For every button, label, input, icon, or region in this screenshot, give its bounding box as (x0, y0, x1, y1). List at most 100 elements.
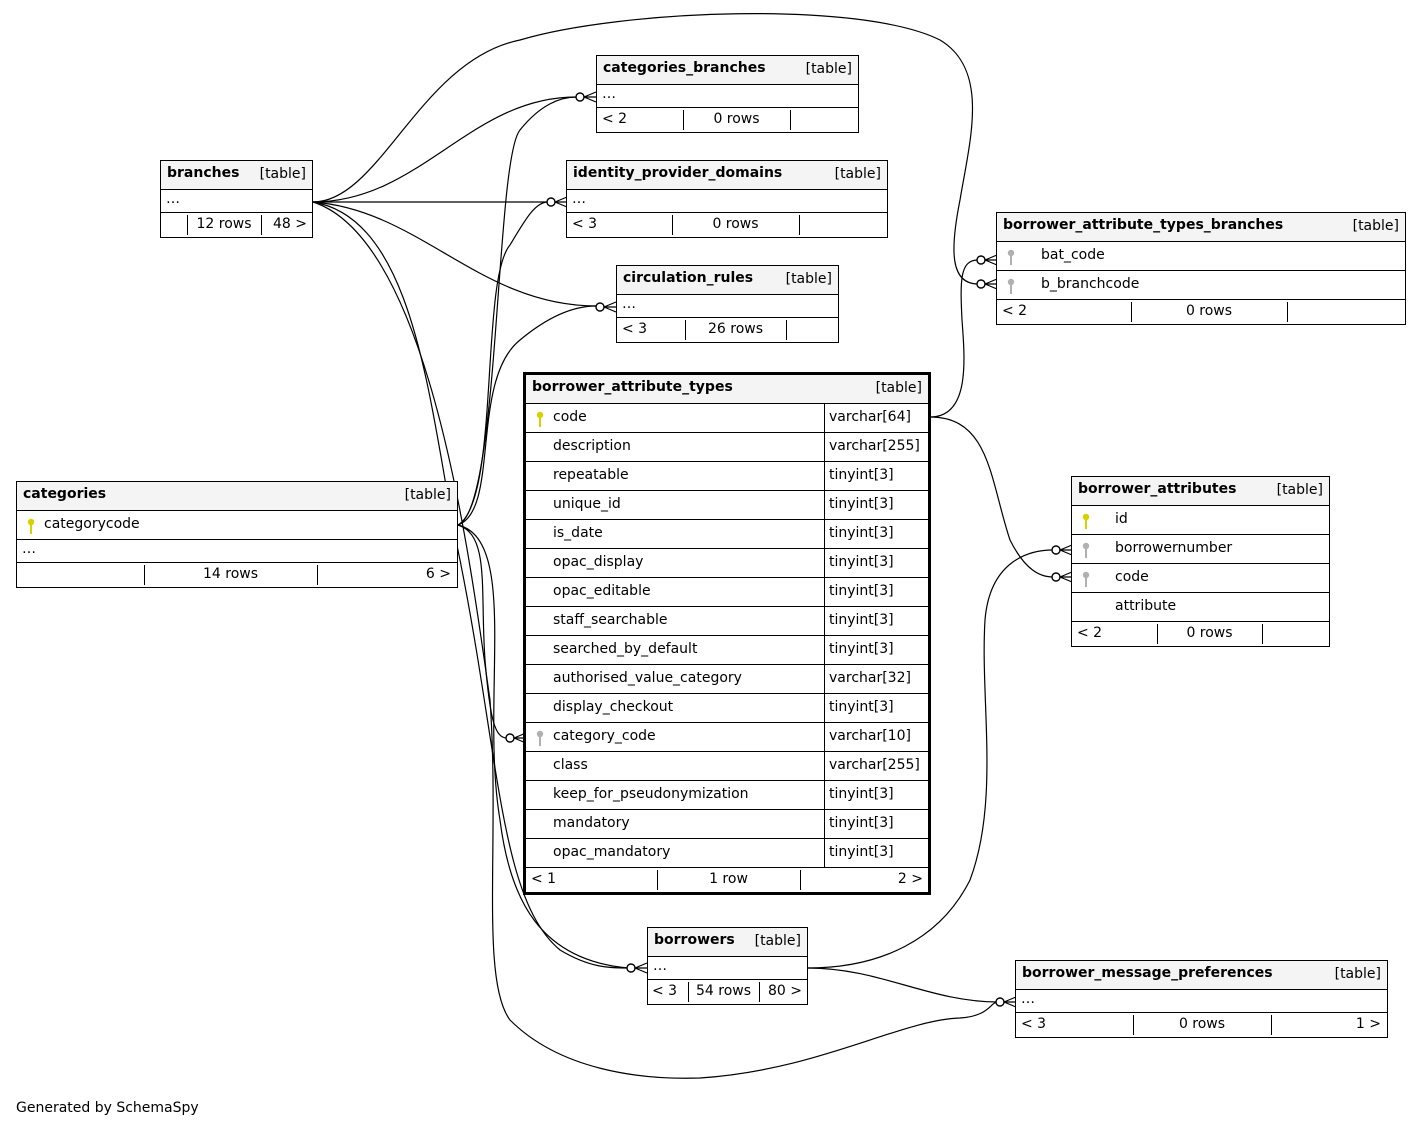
parents-count[interactable]: < 2 (1077, 625, 1103, 641)
table-circulation-rules[interactable]: circulation_rules [table] … < 3 26 rows (616, 265, 839, 343)
column-name: is_date (553, 525, 603, 541)
column-name: id (1115, 511, 1128, 527)
table-footer: < 2 0 rows (597, 108, 858, 132)
edge-branches-batb (312, 13, 979, 285)
table-kind: [table] (404, 487, 451, 503)
row-count: 1 row (709, 871, 748, 887)
children-count[interactable]: 1 > (1355, 1016, 1381, 1032)
column-name: repeatable (553, 467, 629, 483)
parents-count[interactable]: < 3 (572, 216, 598, 232)
table-kind: [table] (259, 166, 306, 182)
edge-categories-circulation-rules (457, 305, 597, 526)
foreign-key-icon (1082, 571, 1090, 587)
table-name: borrower_attribute_types_branches (1003, 217, 1284, 233)
parents-count[interactable]: < 2 (602, 111, 628, 127)
ellipsis: … (166, 191, 180, 207)
parents-count[interactable]: < 3 (652, 983, 678, 999)
column-row[interactable]: borrowernumber (1072, 535, 1329, 564)
columns-collapsed: … (161, 190, 312, 213)
parents-count[interactable]: < 3 (1021, 1016, 1047, 1032)
edge-borrowers-bmp (807, 967, 999, 1003)
generated-by-credit: Generated by SchemaSpy (16, 1100, 199, 1116)
column-name: code (1115, 569, 1149, 585)
table-header: identity_provider_domains [table] (567, 161, 887, 190)
table-borrower-message-preferences[interactable]: borrower_message_preferences [table] … <… (1015, 960, 1388, 1038)
column-row[interactable]: id (1072, 506, 1329, 535)
endpoint-batb-bat-code (976, 255, 986, 265)
column-name: mandatory (553, 815, 630, 831)
table-branches[interactable]: branches [table] … 12 rows 48 > (160, 160, 313, 238)
table-kind: [table] (834, 166, 881, 182)
table-borrowers[interactable]: borrowers [table] … < 3 54 rows 80 > (647, 927, 808, 1005)
foreign-key-icon (536, 730, 544, 746)
endpoint-batb-b-branchcode (976, 279, 986, 289)
table-name: categories (23, 486, 107, 502)
primary-key-icon (1082, 513, 1090, 529)
columns-collapsed: … (648, 957, 807, 980)
endpoint-ba-borrowernumber (1051, 545, 1061, 555)
endpoint-ba-code (1051, 572, 1061, 582)
foreign-key-icon (1082, 542, 1090, 558)
foreign-key-icon (1007, 278, 1015, 294)
column-row[interactable]: categorycode (17, 511, 457, 540)
column-row[interactable]: b_branchcode (997, 271, 1405, 300)
edge-categories-identity-provider-domains (457, 201, 549, 526)
parents-count[interactable]: < 1 (531, 871, 557, 887)
column-type: tinyint[3] (824, 462, 928, 490)
edge-categories-borrowers (457, 524, 629, 969)
column-name: keep_for_pseudonymization (553, 786, 749, 802)
column-name: display_checkout (553, 699, 674, 715)
table-kind: [table] (875, 380, 922, 396)
column-row[interactable]: repeatable tinyint[3] (526, 462, 928, 491)
endpoint-categories-branches (575, 92, 585, 102)
table-identity-provider-domains[interactable]: identity_provider_domains [table] … < 3 … (566, 160, 888, 238)
table-name: borrowers (654, 932, 735, 948)
row-count: 0 rows (1178, 1016, 1226, 1032)
table-footer: < 1 1 row 2 > (526, 868, 928, 892)
column-row[interactable]: attribute (1072, 593, 1329, 622)
ellipsis: … (22, 541, 36, 557)
table-footer: 12 rows 48 > (161, 213, 312, 237)
table-borrower-attribute-types-branches[interactable]: borrower_attribute_types_branches [table… (996, 212, 1406, 325)
column-name: description (553, 438, 631, 454)
endpoint-bmp (995, 997, 1005, 1007)
children-count[interactable]: 48 > (273, 216, 307, 232)
parents-count[interactable]: < 3 (622, 321, 648, 337)
children-count[interactable]: 80 > (768, 983, 802, 999)
parents-count[interactable]: < 2 (1002, 303, 1028, 319)
children-count[interactable]: 6 > (425, 566, 451, 582)
table-footer: < 3 0 rows 1 > (1016, 1013, 1387, 1037)
ellipsis: … (572, 191, 586, 207)
table-categories[interactable]: categories [table] categorycode … 14 row… (16, 481, 458, 588)
endpoint-identity-provider-domains (546, 197, 556, 207)
column-row[interactable]: code (1072, 564, 1329, 593)
column-row[interactable]: bat_code (997, 242, 1405, 271)
table-kind: [table] (805, 61, 852, 77)
column-type: varchar[64] (824, 404, 928, 432)
children-count[interactable]: 2 > (897, 871, 923, 887)
table-kind: [table] (1352, 218, 1399, 234)
endpoint-borrowers (626, 963, 636, 973)
endpoint-circulation-rules (595, 302, 605, 312)
table-categories-branches[interactable]: categories_branches [table] … < 2 0 rows (596, 55, 859, 133)
column-name: staff_searchable (553, 612, 668, 628)
table-header: branches [table] (161, 161, 312, 190)
